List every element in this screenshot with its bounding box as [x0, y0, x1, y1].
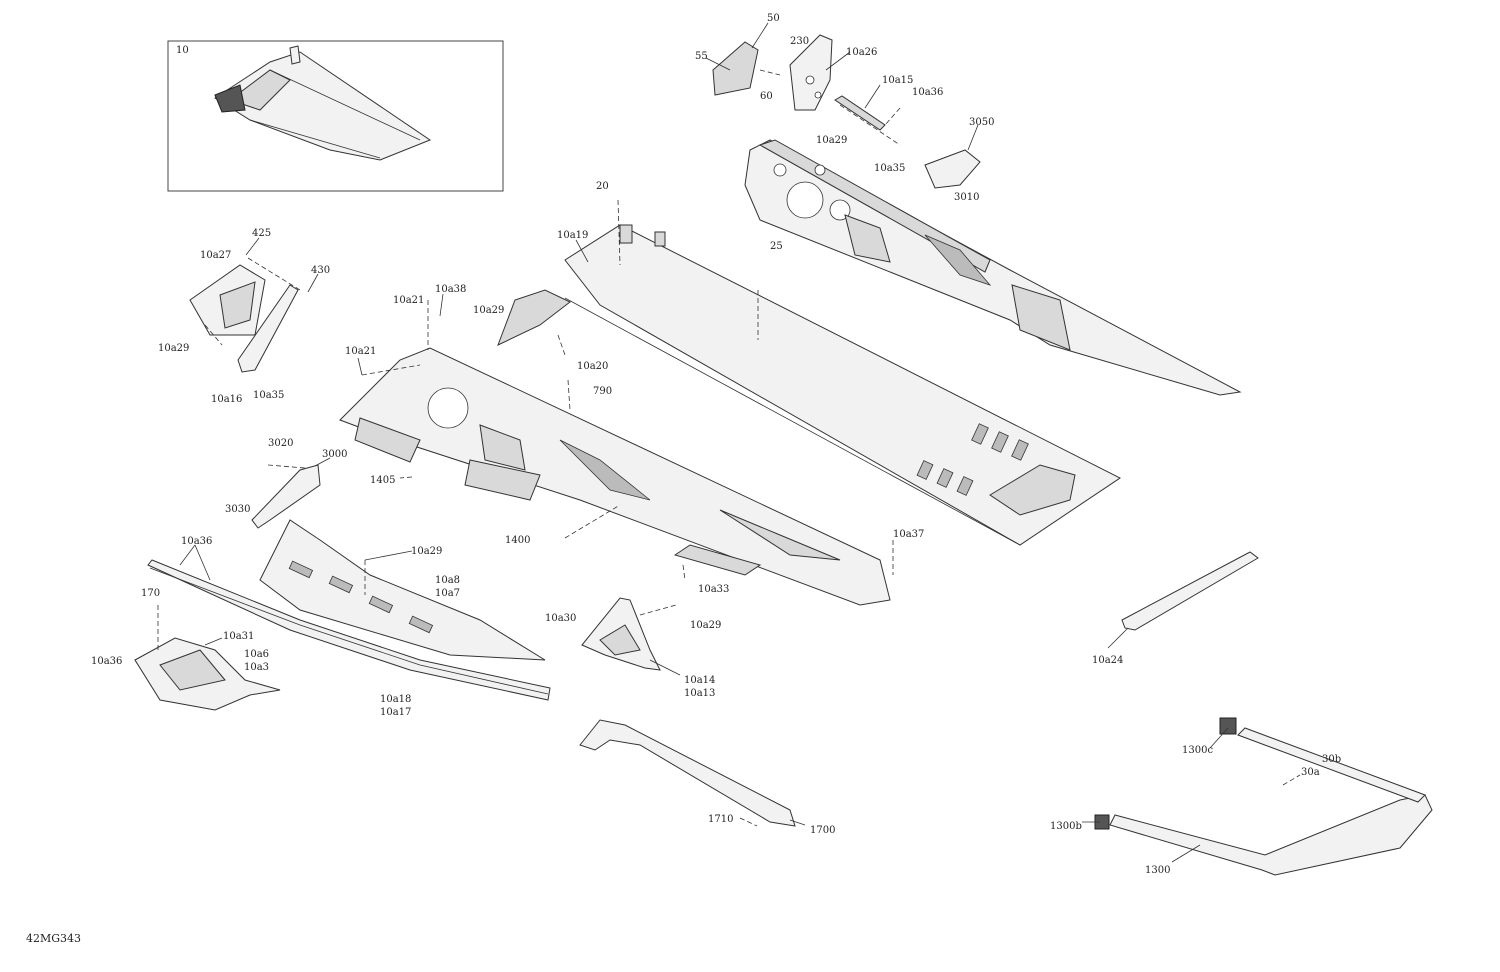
label-10a6: 10a6	[244, 649, 269, 660]
callout-labels: 10 50 55 230 60 10a26 10a15 10a36 10a29 …	[91, 13, 1341, 876]
part-1700	[579, 719, 796, 827]
label-3050: 3050	[969, 117, 994, 128]
part-3010	[924, 149, 981, 189]
label-1300b: 1300b	[1050, 821, 1082, 832]
label-10a29-left: 10a29	[158, 343, 189, 354]
part-10a19-front	[497, 289, 571, 346]
part-3000	[251, 464, 321, 529]
label-10a30: 10a30	[545, 613, 576, 624]
label-10: 10	[176, 45, 189, 56]
label-1300: 1300	[1145, 865, 1170, 876]
label-20: 20	[596, 181, 609, 192]
label-10a35-left: 10a35	[253, 390, 284, 401]
label-10a27: 10a27	[200, 250, 231, 261]
part-10a14	[581, 597, 661, 671]
label-1405: 1405	[370, 475, 395, 486]
label-425: 425	[252, 228, 271, 239]
main-deck	[564, 224, 1121, 546]
label-30b: 30b	[1322, 754, 1341, 765]
right-side-panel	[744, 139, 1242, 396]
label-10a13: 10a13	[684, 688, 715, 699]
inset-frame	[167, 40, 504, 192]
label-10a21-b: 10a21	[345, 346, 376, 357]
label-10a24: 10a24	[1092, 655, 1123, 666]
label-3000: 3000	[322, 449, 347, 460]
label-10a17: 10a17	[380, 707, 411, 718]
label-10a7: 10a7	[435, 588, 460, 599]
leader-lines	[157, 22, 1301, 863]
label-55: 55	[695, 51, 708, 62]
inset-assembly	[214, 45, 432, 161]
label-3020: 3020	[268, 438, 293, 449]
part-50	[712, 41, 759, 96]
label-10a35-top: 10a35	[874, 163, 905, 174]
label-1700: 1700	[810, 825, 835, 836]
label-10a36-b: 10a36	[91, 656, 122, 667]
label-50: 50	[767, 13, 780, 24]
label-10a36-a: 10a36	[181, 536, 212, 547]
label-10a3: 10a3	[244, 662, 269, 673]
label-60: 60	[760, 91, 773, 102]
label-3010: 3010	[954, 192, 979, 203]
part-10a33	[673, 544, 762, 576]
part-10a24	[1121, 551, 1259, 631]
label-1400: 1400	[505, 535, 530, 546]
label-10a21-a: 10a21	[393, 295, 424, 306]
left-side-panel	[339, 347, 891, 606]
label-10a14: 10a14	[684, 675, 715, 686]
part-10a27	[189, 264, 266, 336]
part-10a26	[789, 34, 833, 111]
label-430: 430	[311, 265, 330, 276]
label-790: 790	[593, 386, 612, 397]
label-30a: 30a	[1301, 767, 1320, 778]
label-10a15: 10a15	[882, 75, 913, 86]
label-10a19: 10a19	[557, 230, 588, 241]
label-10a20: 10a20	[577, 361, 608, 372]
part-10a18-strip	[147, 559, 551, 701]
part-10a15	[834, 95, 886, 131]
diagram-code: 42MG343	[26, 932, 81, 945]
part-1300-bumper	[1094, 717, 1433, 876]
label-10a16: 10a16	[211, 394, 242, 405]
part-10a16	[237, 284, 299, 373]
label-10a18: 10a18	[380, 694, 411, 705]
label-10a8: 10a8	[435, 575, 460, 586]
label-10a33: 10a33	[698, 584, 729, 595]
label-10a29-top: 10a29	[816, 135, 847, 146]
label-10a29-b: 10a29	[411, 546, 442, 557]
label-10a26: 10a26	[846, 47, 877, 58]
label-230: 230	[790, 36, 809, 47]
part-10a6-cover	[134, 637, 281, 711]
part-10a8-footrest	[259, 519, 546, 661]
label-10a38: 10a38	[435, 284, 466, 295]
label-10a37: 10a37	[893, 529, 924, 540]
label-170: 170	[141, 588, 160, 599]
label-10a29-mid: 10a29	[473, 305, 504, 316]
label-10a36-top: 10a36	[912, 87, 943, 98]
label-1710: 1710	[708, 814, 733, 825]
label-25: 25	[770, 241, 783, 252]
label-10a29-c: 10a29	[690, 620, 721, 631]
label-3030: 3030	[225, 504, 250, 515]
label-1300c: 1300c	[1182, 745, 1213, 756]
label-10a31: 10a31	[223, 631, 254, 642]
